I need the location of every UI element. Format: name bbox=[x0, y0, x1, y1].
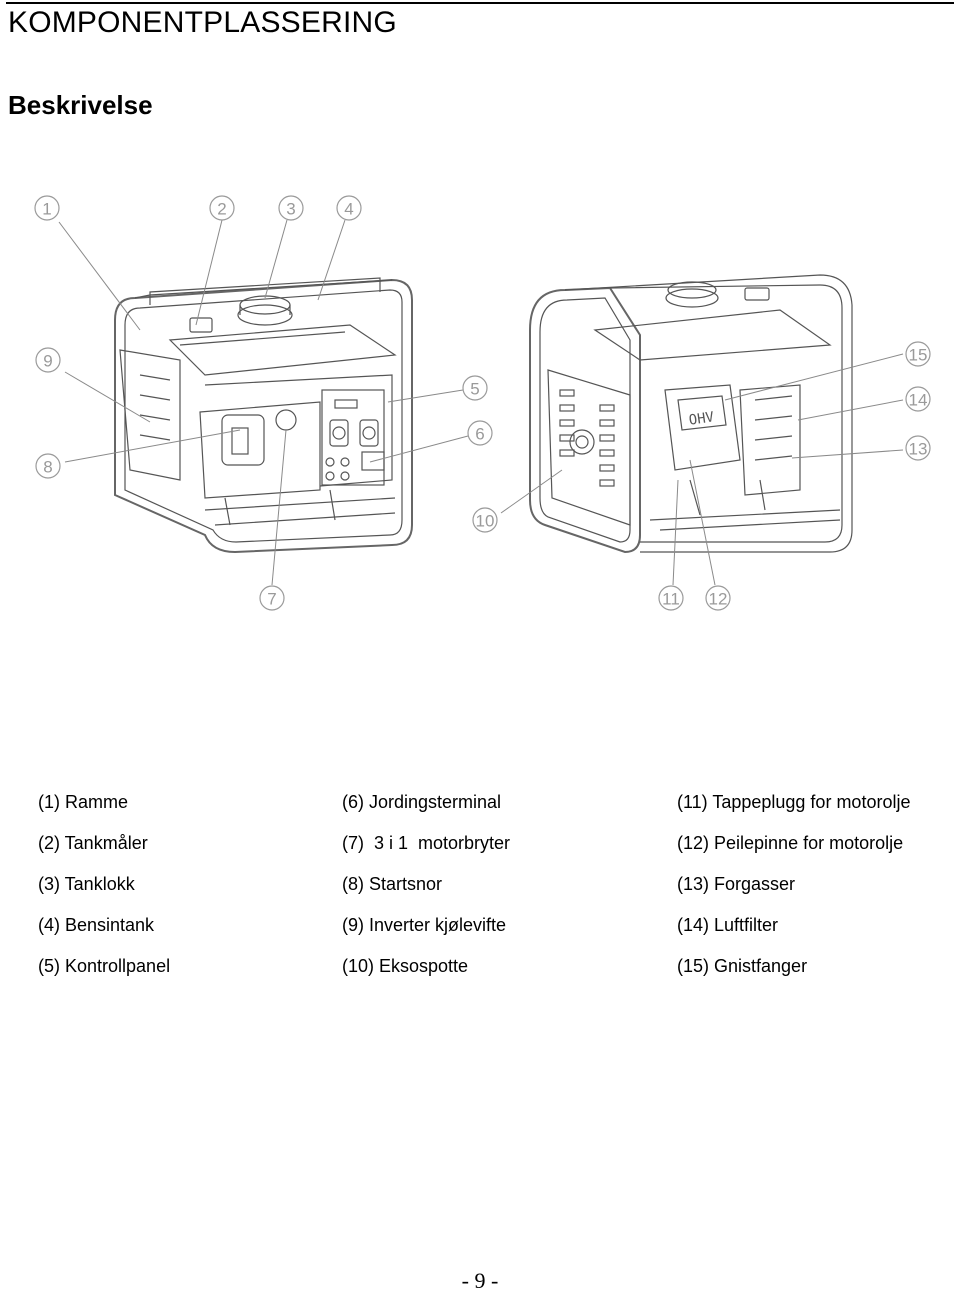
title-rule bbox=[6, 2, 954, 4]
callout-circle bbox=[905, 386, 931, 412]
legend-item: (1) Ramme bbox=[38, 792, 129, 812]
callout-circle bbox=[905, 341, 931, 367]
callout-circle bbox=[35, 453, 61, 479]
callout-circle bbox=[462, 375, 488, 401]
legend-item: (3) Tanklokk bbox=[38, 874, 135, 894]
callout-number: 14 bbox=[909, 391, 928, 410]
component-legend: (1) Ramme (2) Tankmåler (3) Tanklokk (4)… bbox=[0, 790, 960, 1000]
callout-circle bbox=[658, 585, 684, 611]
callout-circle bbox=[278, 195, 304, 221]
legend-column-3: (11) Tappeplugg for motorolje (12) Peile… bbox=[677, 790, 910, 995]
page-number: - 9 - bbox=[461, 1268, 499, 1293]
callout-number: 5 bbox=[470, 380, 479, 399]
callout-number: 12 bbox=[709, 590, 728, 609]
legend-item: (14) Luftfilter bbox=[677, 915, 779, 935]
muffler-slots bbox=[559, 389, 615, 487]
callout-circles bbox=[34, 195, 931, 611]
callout-circle bbox=[34, 195, 60, 221]
callout-circle bbox=[35, 347, 61, 373]
engine-ohv-label: OHV bbox=[688, 409, 716, 428]
callout-number: 6 bbox=[475, 425, 484, 444]
callout-circle bbox=[705, 585, 731, 611]
legend-item: (7) 3 i 1 motorbryter bbox=[342, 833, 511, 853]
legend-item: (15) Gnistfanger bbox=[677, 956, 808, 976]
callout-number: 7 bbox=[267, 590, 276, 609]
callout-number: 3 bbox=[286, 200, 295, 219]
callout-number: 11 bbox=[662, 590, 680, 609]
callout-number: 10 bbox=[476, 512, 495, 531]
legend-column-1: (1) Ramme (2) Tankmåler (3) Tanklokk (4)… bbox=[38, 790, 170, 995]
callout-number: 15 bbox=[909, 346, 928, 365]
legend-item: (9) Inverter kjølevifte bbox=[342, 915, 507, 935]
legend-item: (12) Peilepinne for motorolje bbox=[677, 833, 904, 853]
legend-item: (8) Startsnor bbox=[342, 874, 443, 894]
legend-item: (11) Tappeplugg for motorolje bbox=[677, 792, 911, 812]
legend-column-2: (6) Jordingsterminal (7) 3 i 1 motorbryt… bbox=[342, 790, 510, 995]
page-title: KOMPONENTPLASSERING bbox=[8, 6, 397, 39]
callout-number: 13 bbox=[909, 440, 928, 459]
legend-item: (2) Tankmåler bbox=[38, 833, 148, 853]
callout-circle bbox=[209, 195, 235, 221]
legend-item: (4) Bensintank bbox=[38, 915, 155, 935]
callout-number: 9 bbox=[43, 352, 52, 371]
section-title: Beskrivelse bbox=[8, 90, 153, 120]
generator-front-view bbox=[114, 277, 413, 554]
callout-circle bbox=[336, 195, 362, 221]
generator-rear-view bbox=[529, 274, 853, 554]
callout-circle bbox=[467, 420, 493, 446]
generator-diagram: OHV bbox=[0, 180, 960, 630]
callout-circle bbox=[905, 435, 931, 461]
callout-number: 4 bbox=[344, 200, 353, 219]
legend-item: (5) Kontrollpanel bbox=[38, 956, 171, 976]
callout-number: 1 bbox=[42, 200, 51, 219]
legend-item: (13) Forgasser bbox=[677, 874, 796, 894]
leader-lines bbox=[58, 219, 904, 586]
callout-circle bbox=[259, 585, 285, 611]
callout-circle bbox=[472, 507, 498, 533]
legend-item: (10) Eksospotte bbox=[342, 956, 469, 976]
callout-number: 2 bbox=[217, 200, 226, 219]
legend-item: (6) Jordingsterminal bbox=[342, 792, 502, 812]
callout-number: 8 bbox=[43, 458, 52, 477]
